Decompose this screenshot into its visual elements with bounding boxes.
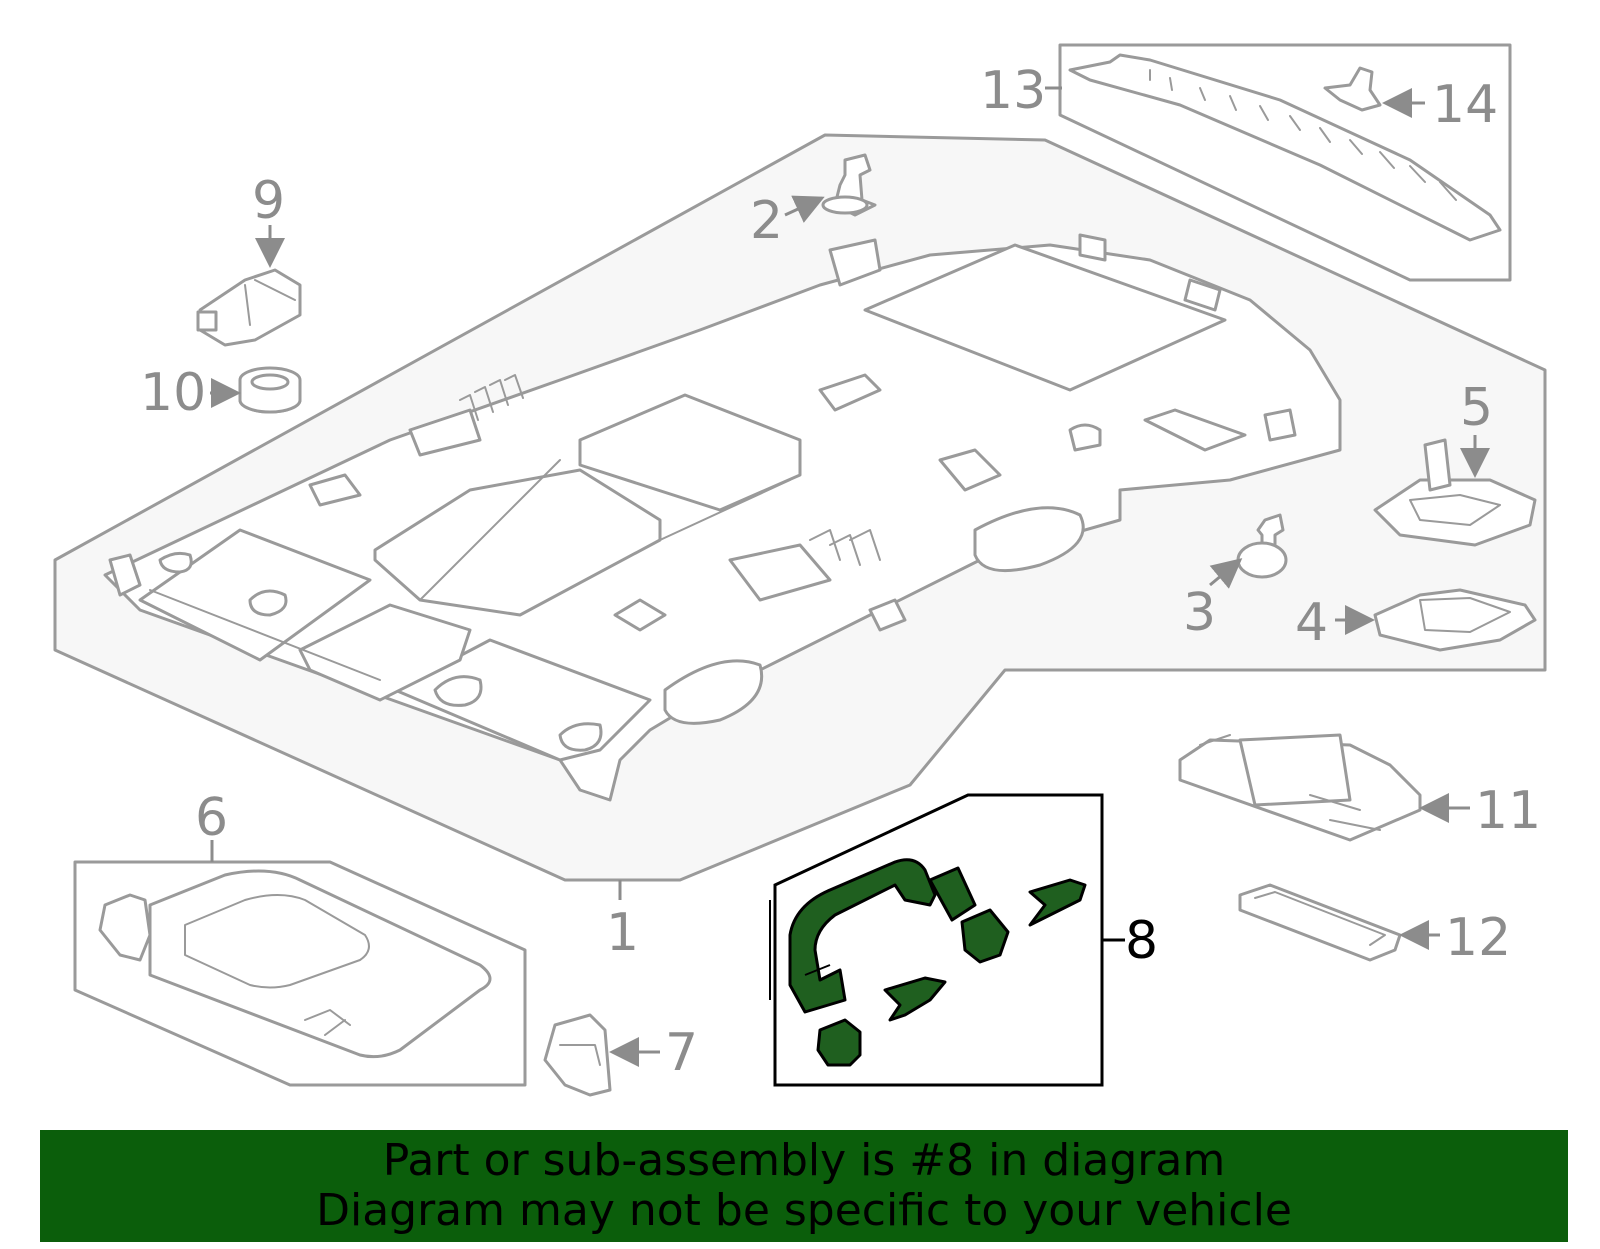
callout-11: 11 [1475, 781, 1541, 841]
lamp-part-4 [1373, 588, 1537, 652]
callout-10: 10 [140, 363, 206, 423]
clip-part-14 [1323, 66, 1382, 112]
lamp-part-5 [1373, 438, 1537, 547]
sun-visor-part-6 [98, 869, 492, 1059]
callout-6: 6 [195, 788, 228, 848]
callout-3: 3 [1183, 583, 1216, 643]
clip-part-3 [1236, 513, 1288, 579]
lens-part-12 [1238, 883, 1402, 962]
callout-2: 2 [750, 191, 783, 251]
callout-1: 1 [606, 903, 639, 963]
garnish-part-13 [1068, 53, 1502, 242]
trim-box [1058, 43, 1512, 282]
callout-8[interactable]: 8 [1125, 911, 1158, 971]
info-banner: Part or sub-assembly is #8 in diagram Di… [40, 1130, 1568, 1242]
leader-lines [210, 86, 1490, 1067]
sensor-part-9 [196, 268, 302, 347]
callout-12: 12 [1445, 908, 1511, 968]
sun-visor-box [73, 860, 527, 1087]
grab-handle-part-8[interactable] [769, 858, 1087, 1067]
banner-line-1: Part or sub-assembly is #8 in diagram [382, 1135, 1226, 1186]
callout-5: 5 [1460, 378, 1493, 438]
map-lamp-part-11 [1178, 733, 1422, 842]
callout-9: 9 [252, 171, 285, 231]
callout-13: 13 [980, 61, 1046, 121]
callout-4: 4 [1295, 593, 1328, 653]
callout-14: 14 [1432, 75, 1498, 135]
grommet-part-10 [238, 366, 302, 414]
clip-part-2 [821, 153, 877, 217]
headliner-part-1 [103, 233, 1342, 802]
parts-diagram: 1 2 3 4 5 6 7 8 9 10 11 12 13 14 [53, 43, 1547, 1097]
visor-clip-part-7 [543, 1013, 612, 1097]
banner-line-2: Diagram may not be specific to your vehi… [316, 1185, 1292, 1236]
callout-7: 7 [665, 1023, 698, 1083]
